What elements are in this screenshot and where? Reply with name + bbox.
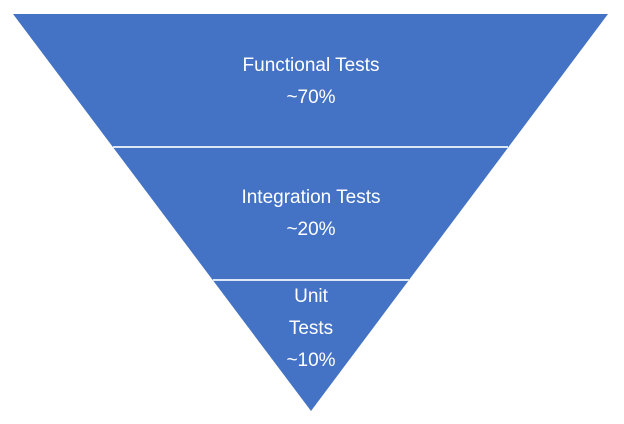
pyramid-shape [13,14,608,411]
level-integration-label: Integration Tests [241,187,380,208]
level-functional-label: Functional Tests [243,55,380,76]
level-integration-value: ~20% [286,219,335,240]
level-functional-value: ~70% [286,87,335,108]
level-unit-label-line1: Unit [294,286,329,307]
level-unit-label-line2: Tests [289,318,333,339]
level-unit-value: ~10% [286,350,335,371]
